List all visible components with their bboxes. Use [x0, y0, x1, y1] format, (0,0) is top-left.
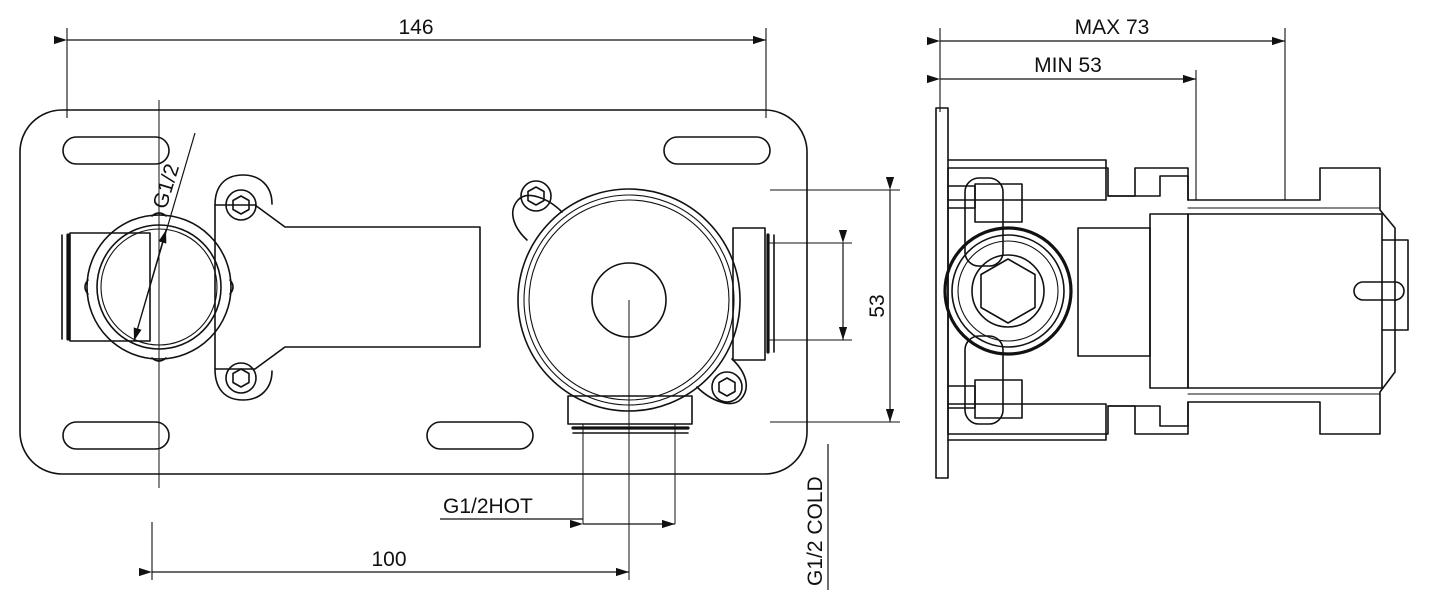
dim-label-146: 146 — [398, 16, 433, 39]
side-top-stub — [1107, 175, 1189, 201]
plate-slot-top-left — [62, 136, 170, 165]
bottom-outlet-boss — [567, 395, 693, 425]
side-cartridge-bore — [971, 254, 1045, 328]
side-cartridge-outer-ring — [943, 226, 1073, 356]
side-view-dimensions: MAX 73 MIN 53 — [927, 16, 1286, 200]
side-cartridge-third-ring — [957, 240, 1059, 342]
hex-screw-cartridge-tl-icon — [527, 186, 545, 206]
valve-body-bridge — [214, 204, 481, 370]
side-upper-shoulder — [947, 159, 1107, 201]
leader-line-inlet-arrow2 — [133, 229, 167, 342]
left-inlet-boss-left — [84, 279, 89, 295]
side-barrel-slot — [1353, 281, 1405, 301]
dim-label-max73: MAX 73 — [1075, 16, 1150, 39]
side-cartridge-second-ring — [951, 234, 1065, 348]
front-view-dimensions: 146 100 G1/2HOT G1/2 COLD G1/2 53 — [54, 16, 900, 590]
side-cartridge-hex-icon — [980, 258, 1036, 324]
hex-screw-bottom-left-circle — [225, 362, 257, 394]
hex-screw-bottom-left-icon — [232, 368, 250, 388]
side-barrel-cap — [1381, 239, 1409, 331]
label-outlet-cold: G1/2 COLD — [804, 476, 827, 586]
cartridge-lug-bottom-right — [696, 358, 748, 405]
side-lower-shoulder — [947, 403, 1107, 441]
side-bolt-stem-bottom — [947, 385, 976, 409]
side-bolt-block-top — [974, 183, 1023, 223]
hex-screw-cartridge-tl-circle — [520, 180, 552, 212]
dim-label-min53: MIN 53 — [1034, 54, 1102, 77]
side-mid-block-2 — [1149, 213, 1189, 389]
left-inlet-boss-right — [229, 279, 234, 295]
hex-screw-cartridge-br-circle — [711, 371, 743, 403]
hex-screw-top-left-icon — [232, 195, 250, 215]
side-bolt-head-top — [964, 177, 1004, 267]
plate-slot-bottom-centre — [426, 421, 534, 450]
side-bolt-head-bottom — [964, 335, 1004, 425]
side-bolt-stem-top — [947, 185, 976, 209]
dim-label-100: 100 — [371, 548, 406, 571]
front-view — [19, 100, 808, 580]
left-flange-lug-top — [214, 174, 273, 206]
dim-label-53: 53 — [866, 294, 889, 317]
hex-screw-top-left-circle — [225, 189, 257, 221]
label-outlet-hot: G1/2HOT — [443, 495, 533, 518]
cartridge-lug-top-left — [511, 194, 563, 241]
hex-screw-cartridge-br-icon — [718, 377, 736, 397]
left-spigot-block — [69, 232, 151, 342]
side-bolt-block-bottom — [974, 379, 1023, 419]
side-view — [935, 107, 1409, 479]
mounting-plate-outline — [19, 109, 808, 475]
side-wall-plate — [935, 107, 949, 479]
side-mid-block — [1077, 227, 1151, 357]
side-barrel — [1187, 213, 1383, 389]
side-bottom-stub — [1107, 401, 1189, 427]
plate-slot-bottom-left — [62, 421, 170, 450]
right-spigot-block — [732, 227, 766, 361]
plate-slot-top-right — [663, 136, 771, 165]
left-flange-lug-bottom — [214, 368, 273, 401]
